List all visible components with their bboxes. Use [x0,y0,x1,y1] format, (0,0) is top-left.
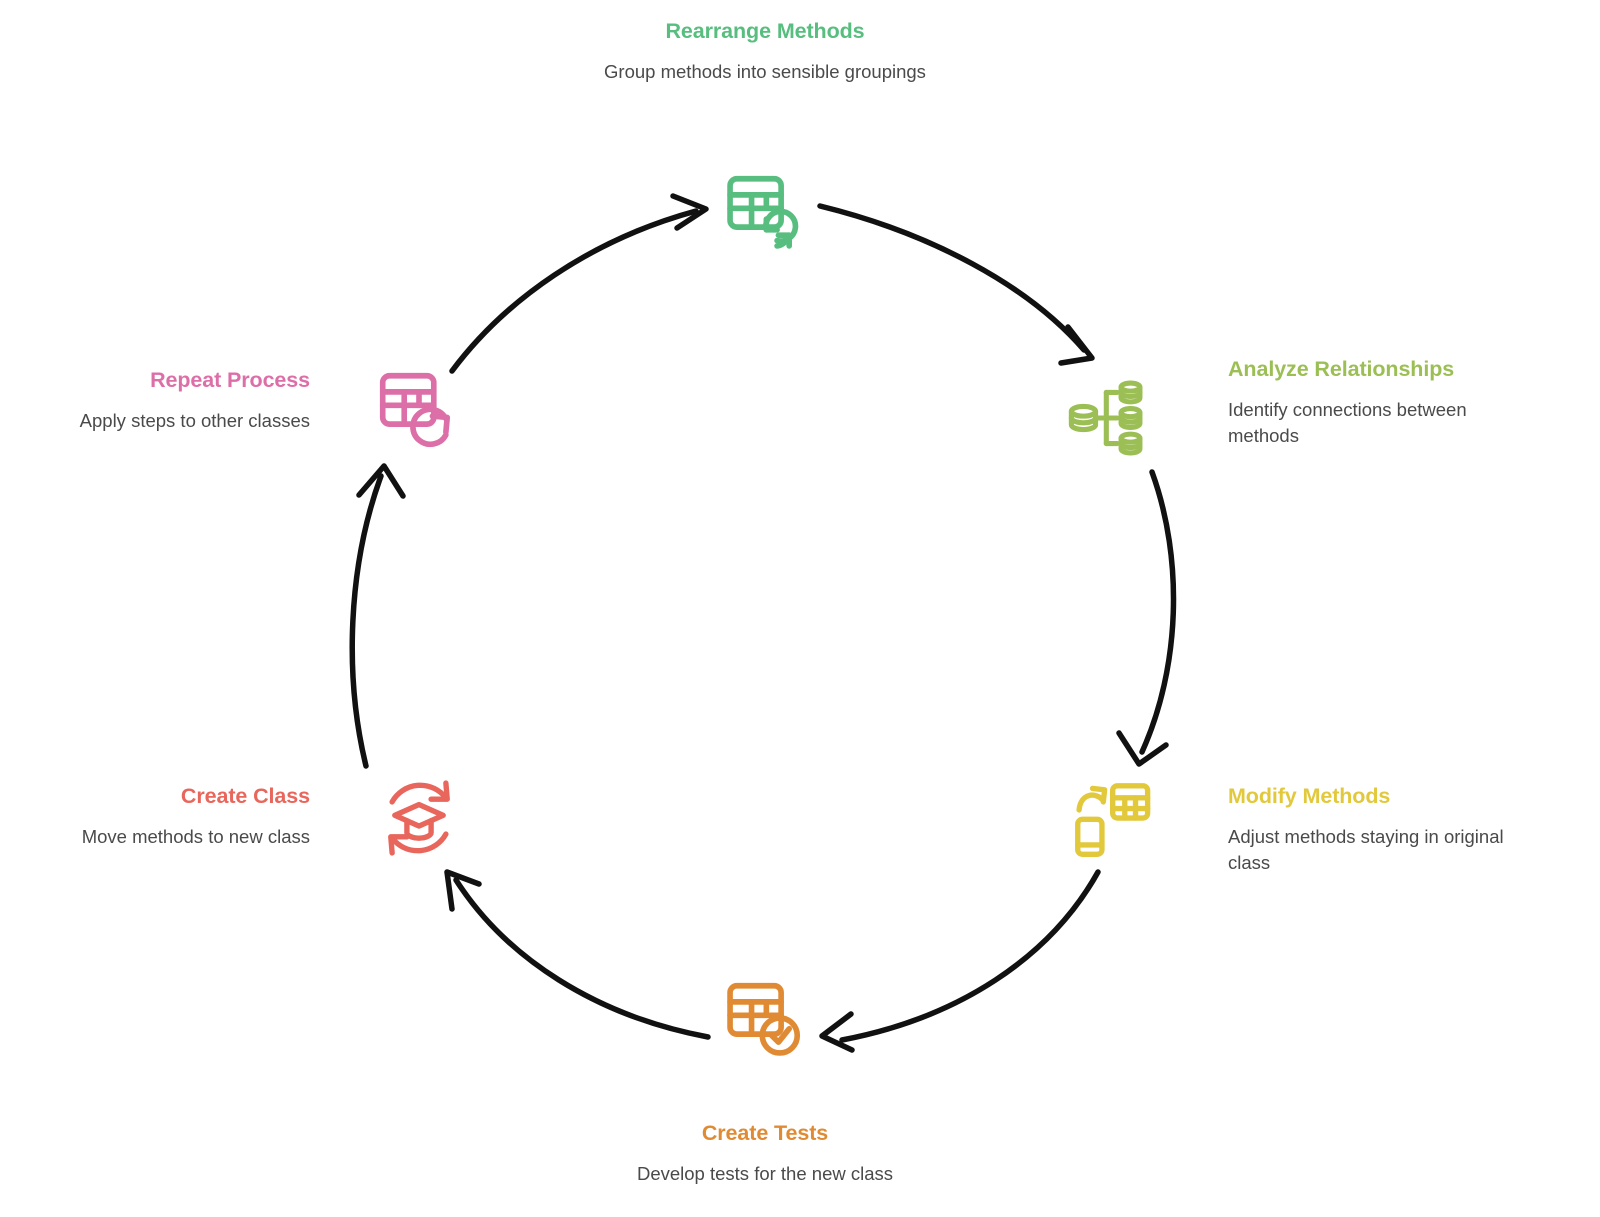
node-label-create-class: Create Class Move methods to new class [10,783,310,850]
node-title-create-tests: Create Tests [701,1121,829,1145]
node-desc-analyze-relationships: Identify connections between methods [1228,398,1467,447]
node-title-rearrange-methods: Rearrange Methods [665,19,865,43]
database-sitemap-icon [1063,372,1155,464]
node-label-modify-methods: Modify Methods Adjust methods staying in… [1228,783,1528,876]
node-desc-rearrange-methods: Group methods into sensible groupings [604,60,926,82]
table-redo-icon [373,362,465,454]
node-title-repeat-process: Repeat Process [150,368,310,392]
graduation-cap-refresh-icon [373,772,465,864]
arrow-create-class-to-repeat-process [349,463,406,769]
arrow-analyze-relationships-to-modify-methods [1116,469,1177,767]
node-desc-create-tests: Develop tests for the new class [636,1162,894,1184]
arrow-modify-methods-to-create-tests [819,869,1101,1053]
arrow-repeat-process-to-rearrange-methods [449,193,709,374]
arrow-create-tests-to-create-class [444,869,711,1040]
node-label-create-tests: Create Tests Develop tests for the new c… [600,1120,930,1187]
arrow-rearrange-methods-to-analyze-relationships [817,203,1095,366]
node-label-rearrange-methods: Rearrange Methods Group methods into sen… [600,18,930,85]
table-check-icon [719,972,811,1064]
node-desc-repeat-process: Apply steps to other classes [79,409,310,431]
node-title-create-class: Create Class [180,784,310,808]
node-label-repeat-process: Repeat Process Apply steps to other clas… [10,367,310,434]
node-desc-create-class: Move methods to new class [81,825,310,847]
node-title-analyze-relationships: Analyze Relationships [1228,357,1455,381]
mobile-arrow-table-icon [1064,772,1156,864]
table-refresh-icon [719,165,811,257]
node-label-analyze-relationships: Analyze Relationships Identify connectio… [1228,356,1528,449]
node-desc-modify-methods: Adjust methods staying in original class [1228,825,1504,874]
node-title-modify-methods: Modify Methods [1228,784,1391,808]
